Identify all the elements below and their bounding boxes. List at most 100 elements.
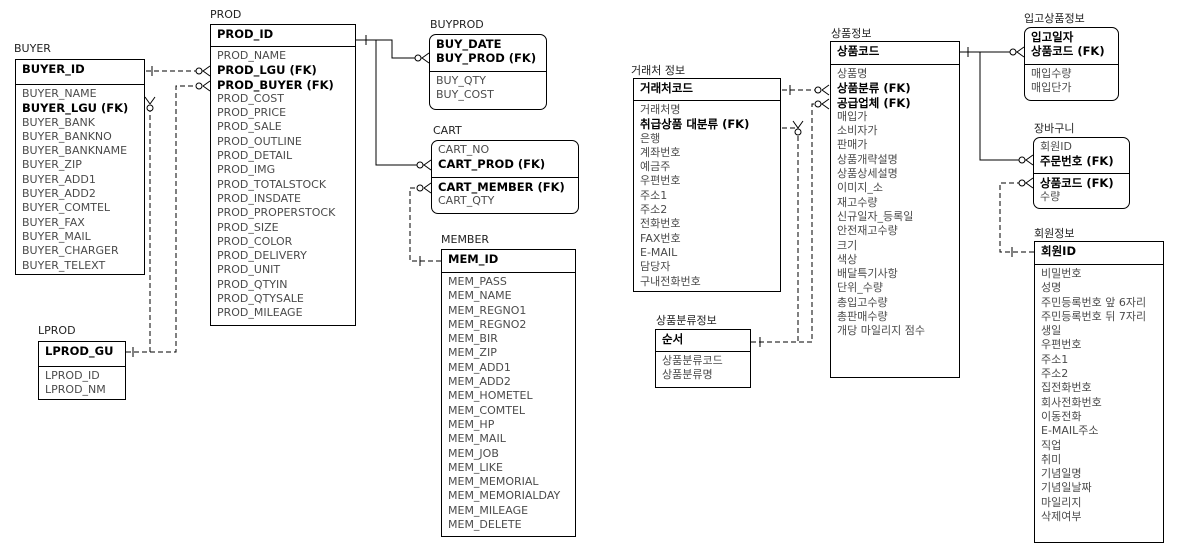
attribute: 상품코드 (FK) [1040, 176, 1114, 190]
entity-name: 거래처 정보 [631, 64, 686, 77]
entity-name: 회원정보 [1034, 227, 1075, 240]
pk-attribute: 회원ID [1040, 140, 1072, 153]
attribute: 상품분류 (FK) [837, 81, 911, 96]
attribute: MEM_MEMORIAL [448, 475, 539, 489]
attribute: PROD_COST [217, 91, 284, 105]
attribute: MEM_HOMETEL [448, 389, 533, 403]
entity-name: 상품정보 [831, 27, 872, 40]
pk-attribute: BUY_DATE [436, 37, 502, 51]
pk-attribute: BUYER_ID [22, 62, 85, 76]
rel-lprod-prod [126, 85, 203, 353]
pk-attribute: 상품코드 [837, 44, 880, 58]
pk-attribute: LPROD_GU [45, 344, 114, 358]
attribute: PROD_QTYSALE [217, 292, 304, 306]
attribute: 신규일자_등록일 [837, 209, 914, 223]
rel-category-trader [751, 127, 799, 343]
attribute: PROD_SALE [217, 120, 282, 134]
attribute: PROD_SIZE [217, 220, 279, 234]
pk-section: PROD_ID [211, 25, 355, 47]
pk-attribute: 상품코드 (FK) [1031, 44, 1105, 59]
attribute: 상품분류코드 [662, 354, 723, 367]
entity-name: 상품분류정보 [656, 314, 717, 327]
attribute: 총판매수량 [837, 310, 888, 324]
attribute: 안전재고수량 [837, 224, 898, 238]
attribute: MEM_LIKE [448, 460, 503, 474]
attribute: 담당자 [640, 260, 671, 274]
attribute: MEM_JOB [448, 446, 499, 460]
attribute: 집전화번호 [1041, 381, 1092, 395]
attribute: PROD_MILEAGE [217, 306, 303, 320]
attribute: 판매가 [837, 138, 868, 152]
attribute: BUY_COST [436, 88, 494, 102]
attribute: BUYER_COMTEL [22, 201, 111, 215]
attribute: BUYER_BANKNAME [22, 144, 128, 158]
attribute: PROD_PRICE [217, 106, 287, 120]
pk-section: LPROD_GU [39, 342, 125, 367]
rel-product-basket [960, 51, 1026, 161]
attribute: BUYER_NAME [22, 87, 97, 100]
attr-section: CART_MEMBER (FK)CART_QTY [432, 178, 578, 213]
attribute: 우편번호 [640, 174, 681, 188]
attribute: 주소2 [1041, 367, 1069, 381]
pk-attribute: CART_PROD (FK) [438, 157, 546, 172]
attribute: MEM_REGNO1 [448, 303, 527, 317]
attribute: FAX번호 [640, 231, 681, 245]
attribute: 구내전화번호 [640, 274, 701, 288]
attribute: 생일 [1041, 324, 1062, 338]
attribute: 마일리지 [1041, 495, 1082, 509]
attribute: 소비자가 [837, 124, 878, 138]
entity-name: 장바구니 [1034, 122, 1075, 135]
pk-attribute: MEM_ID [448, 252, 499, 266]
attribute: 총입고수량 [837, 295, 888, 309]
attribute: MEM_ADD1 [448, 360, 511, 374]
attribute: MEM_MEMORIALDAY [448, 489, 561, 503]
pk-attribute: 회원ID [1041, 244, 1076, 258]
attribute: 주소1 [640, 188, 668, 202]
pk-attribute: PROD_ID [217, 27, 274, 41]
attribute: LPROD_ID [45, 369, 100, 382]
attribute: CART_QTY [438, 194, 495, 208]
attribute: 색상 [837, 252, 858, 266]
attribute: LPROD_NM [45, 383, 106, 397]
attribute: BUYER_TELEXT [22, 258, 106, 272]
attribute: BUYER_MAIL [22, 229, 91, 243]
attribute: PROD_TOTALSTOCK [217, 177, 327, 191]
attribute: PROD_BUYER (FK) [217, 77, 334, 92]
attribute: PROD_INSDATE [217, 191, 301, 205]
entity-name: LPROD [38, 324, 76, 337]
attribute: 주소1 [1041, 352, 1069, 366]
attr-section: 상품코드 (FK)수량 [1034, 174, 1129, 208]
attribute: MEM_HP [448, 417, 495, 431]
pk-section: BUYER_ID [16, 60, 144, 85]
attribute: MEM_ZIP [448, 346, 497, 360]
entity-name: 입고상품정보 [1024, 12, 1085, 25]
attribute: MEM_REGNO2 [448, 317, 527, 331]
attribute: MEM_PASS [448, 275, 507, 288]
rel-memberinfo-basket [999, 182, 1034, 253]
attribute: MEM_MILEAGE [448, 503, 529, 517]
pk-attribute: 순서 [662, 332, 684, 346]
attribute: MEM_BIR [448, 332, 498, 346]
pk-section: 상품코드 [831, 42, 959, 65]
attribute: 매입수량 [1031, 67, 1072, 80]
attribute: 매입가 [837, 109, 868, 123]
attribute: 크기 [837, 238, 858, 252]
